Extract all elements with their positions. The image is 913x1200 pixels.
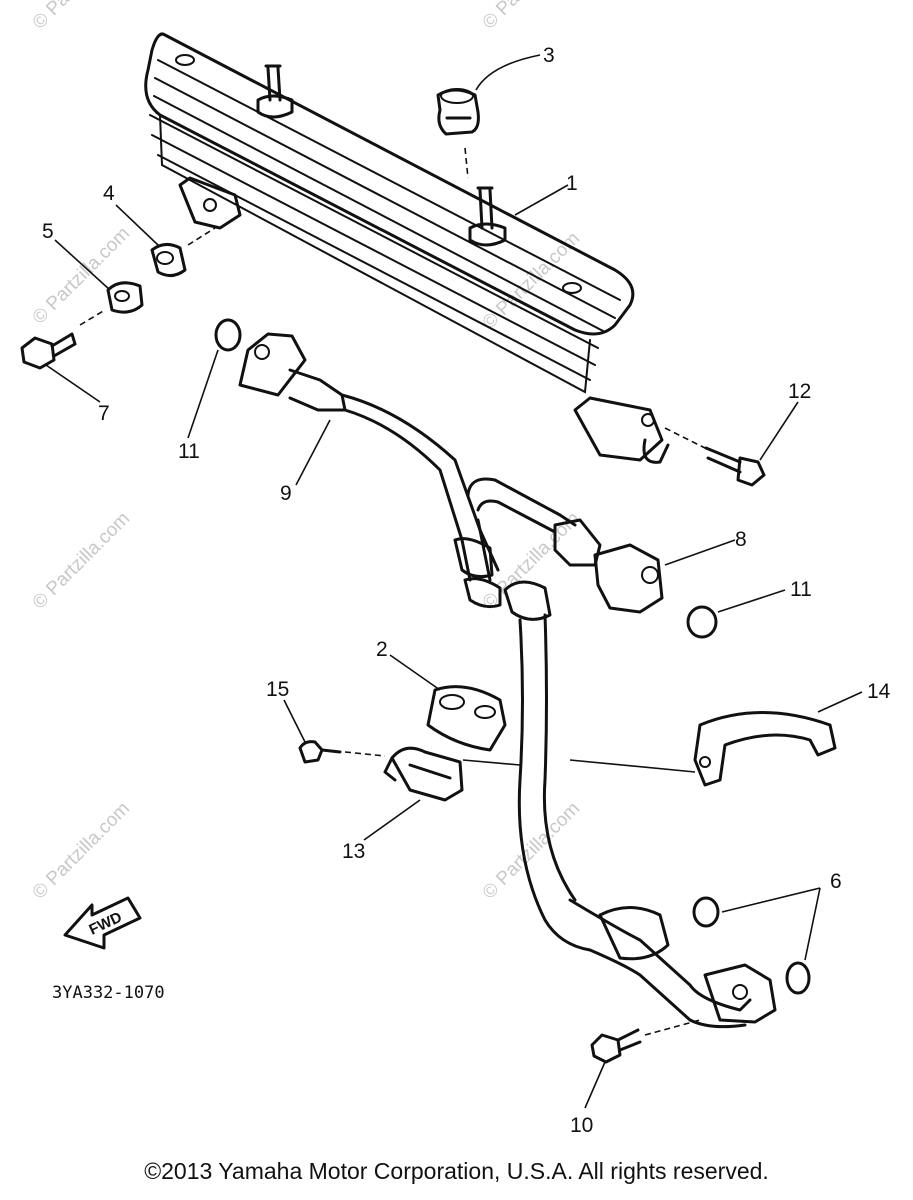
bolt-part-7 [20, 332, 77, 370]
oil-cooler [144, 32, 670, 464]
callout-12: 12 [788, 380, 811, 403]
screw-part-15 [298, 740, 342, 764]
callout-10: 10 [570, 1114, 593, 1137]
collar-part-4 [150, 243, 187, 277]
bolt-part-12 [704, 446, 766, 487]
o-ring-part-6-lower [785, 961, 811, 995]
callouts: 3 1 4 5 7 11 9 12 8 11 2 15 14 13 6 10 [42, 44, 891, 1137]
o-ring-part-11-upper [214, 318, 242, 352]
callout-8: 8 [735, 528, 747, 551]
callout-11-lower: 11 [790, 578, 812, 601]
watermarks: © Partzilla.com © Partzilla.com © Partzi… [29, 0, 584, 904]
watermark-7: © Partzilla.com [29, 798, 134, 903]
oil-pipe-lower [503, 580, 777, 1029]
collar-part-5 [106, 281, 144, 314]
watermark-5: © Partzilla.com [29, 508, 134, 613]
callout-15: 15 [266, 678, 289, 701]
drawing-code: 3YA332-1070 [52, 983, 165, 1003]
callout-14: 14 [867, 680, 891, 703]
callout-4: 4 [103, 182, 115, 205]
callout-2: 2 [376, 638, 388, 661]
callout-5: 5 [42, 220, 54, 243]
callout-3: 3 [543, 44, 555, 67]
callout-9: 9 [280, 482, 292, 505]
oil-pipe-part-8 [466, 477, 664, 614]
callout-7: 7 [98, 402, 110, 425]
watermark-2: © Partzilla.com [479, 0, 584, 34]
bracket-part-14 [693, 711, 837, 787]
damper-part-2 [426, 685, 507, 752]
o-ring-part-11-lower [686, 605, 718, 639]
callout-leaders [45, 54, 863, 1109]
callout-6: 6 [830, 870, 842, 893]
grommet-part-3 [436, 88, 480, 136]
copyright-notice: ©2013 Yamaha Motor Corporation, U.S.A. A… [144, 1158, 769, 1184]
bolt-part-10 [590, 1028, 642, 1064]
forward-arrow-icon: FWD [63, 896, 142, 950]
watermark-1: © Partzilla.com [29, 0, 134, 34]
clamp-part-13 [383, 746, 464, 802]
callout-1: 1 [566, 172, 578, 195]
o-ring-part-6-upper [692, 896, 720, 928]
callout-11-upper: 11 [178, 440, 200, 463]
callout-13: 13 [342, 840, 365, 863]
oil-pipe-part-9 [238, 332, 502, 609]
